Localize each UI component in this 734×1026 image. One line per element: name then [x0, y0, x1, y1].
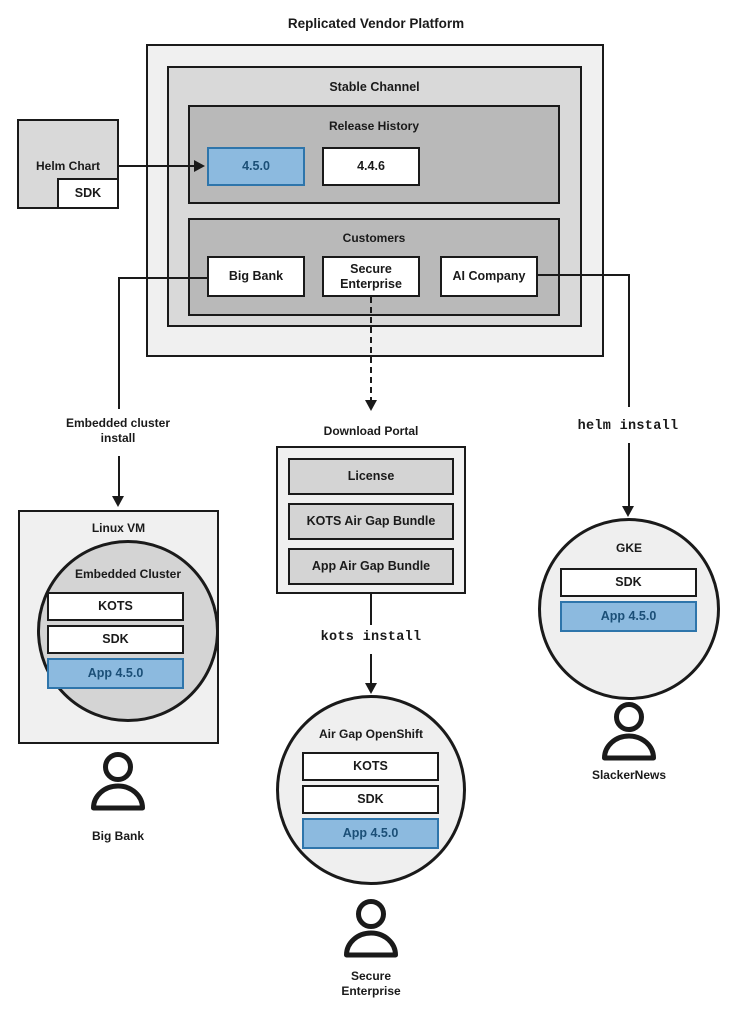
release-box-4-5-0[interactable]: 4.5.0: [207, 147, 305, 186]
customer-box-ai-company[interactable]: AI Company: [440, 256, 538, 297]
customers-title: Customers: [342, 231, 406, 245]
download-artifact-kots-air-gap-bundle[interactable]: KOTS Air Gap Bundle: [288, 503, 454, 540]
openshift-component-sdk[interactable]: SDK: [302, 785, 439, 814]
connector-kots-install-down: [370, 654, 372, 685]
openshift-component-app[interactable]: App 4.5.0: [302, 818, 439, 849]
embedded-cluster-install-label: Embedded cluster install: [65, 416, 171, 445]
connector-bigbank-left: [118, 277, 209, 279]
customer-label-big-bank: Big Bank: [91, 829, 144, 843]
gke-label: GKE: [615, 541, 642, 555]
linux-vm-component-sdk[interactable]: SDK: [47, 625, 184, 654]
customer-box-secure-enterprise[interactable]: Secure Enterprise: [322, 256, 420, 297]
arrow-download-portal: [365, 400, 377, 411]
linux-vm-component-kots[interactable]: KOTS: [47, 592, 184, 621]
customer-label-secure-enterprise: Secure Enterprise: [341, 969, 401, 998]
linux-vm-component-app[interactable]: App 4.5.0: [47, 658, 184, 689]
gke-component-app[interactable]: App 4.5.0: [560, 601, 697, 632]
download-portal-title: Download Portal: [323, 424, 419, 438]
arrow-embedded-install: [112, 496, 124, 507]
connector-portal-to-kots-install: [370, 594, 372, 625]
helm-chart-label: Helm Chart: [35, 159, 100, 173]
person-icon-secure-enterprise: [344, 899, 398, 958]
person-icon-big-bank: [91, 752, 145, 811]
release-box-4-4-6[interactable]: 4.4.6: [322, 147, 420, 186]
connector-aicompany-down: [628, 274, 630, 407]
helm-chart-sdk-box[interactable]: SDK: [57, 178, 119, 209]
connector-bigbank-down: [118, 277, 120, 409]
connector-helm-install-down: [628, 443, 630, 508]
customer-box-big-bank[interactable]: Big Bank: [207, 256, 305, 297]
stable-channel-title: Stable Channel: [329, 80, 420, 94]
connector-secure-enterprise-dashed: [370, 297, 372, 403]
air-gap-openshift-label: Air Gap OpenShift: [318, 727, 423, 741]
arrow-kots-install: [365, 683, 377, 694]
release-history-title: Release History: [328, 119, 420, 133]
download-artifact-app-air-gap-bundle[interactable]: App Air Gap Bundle: [288, 548, 454, 585]
diagram-title: Replicated Vendor Platform: [287, 16, 465, 31]
connector-aicompany-right: [538, 274, 630, 276]
connector-helm-to-release: [119, 165, 194, 167]
download-artifact-license[interactable]: License: [288, 458, 454, 495]
linux-vm-label: Linux VM: [91, 521, 146, 535]
kots-install-label: kots install: [320, 630, 422, 645]
gke-component-sdk[interactable]: SDK: [560, 568, 697, 597]
helm-install-label: helm install: [577, 419, 679, 434]
connector-embedded-install-down: [118, 456, 120, 498]
embedded-cluster-label: Embedded Cluster: [74, 567, 182, 581]
arrow-helm-to-release: [194, 160, 205, 172]
customer-label-slackernews: SlackerNews: [591, 768, 667, 782]
arrow-helm-install: [622, 506, 634, 517]
person-icon-slackernews: [602, 702, 656, 761]
openshift-component-kots[interactable]: KOTS: [302, 752, 439, 781]
